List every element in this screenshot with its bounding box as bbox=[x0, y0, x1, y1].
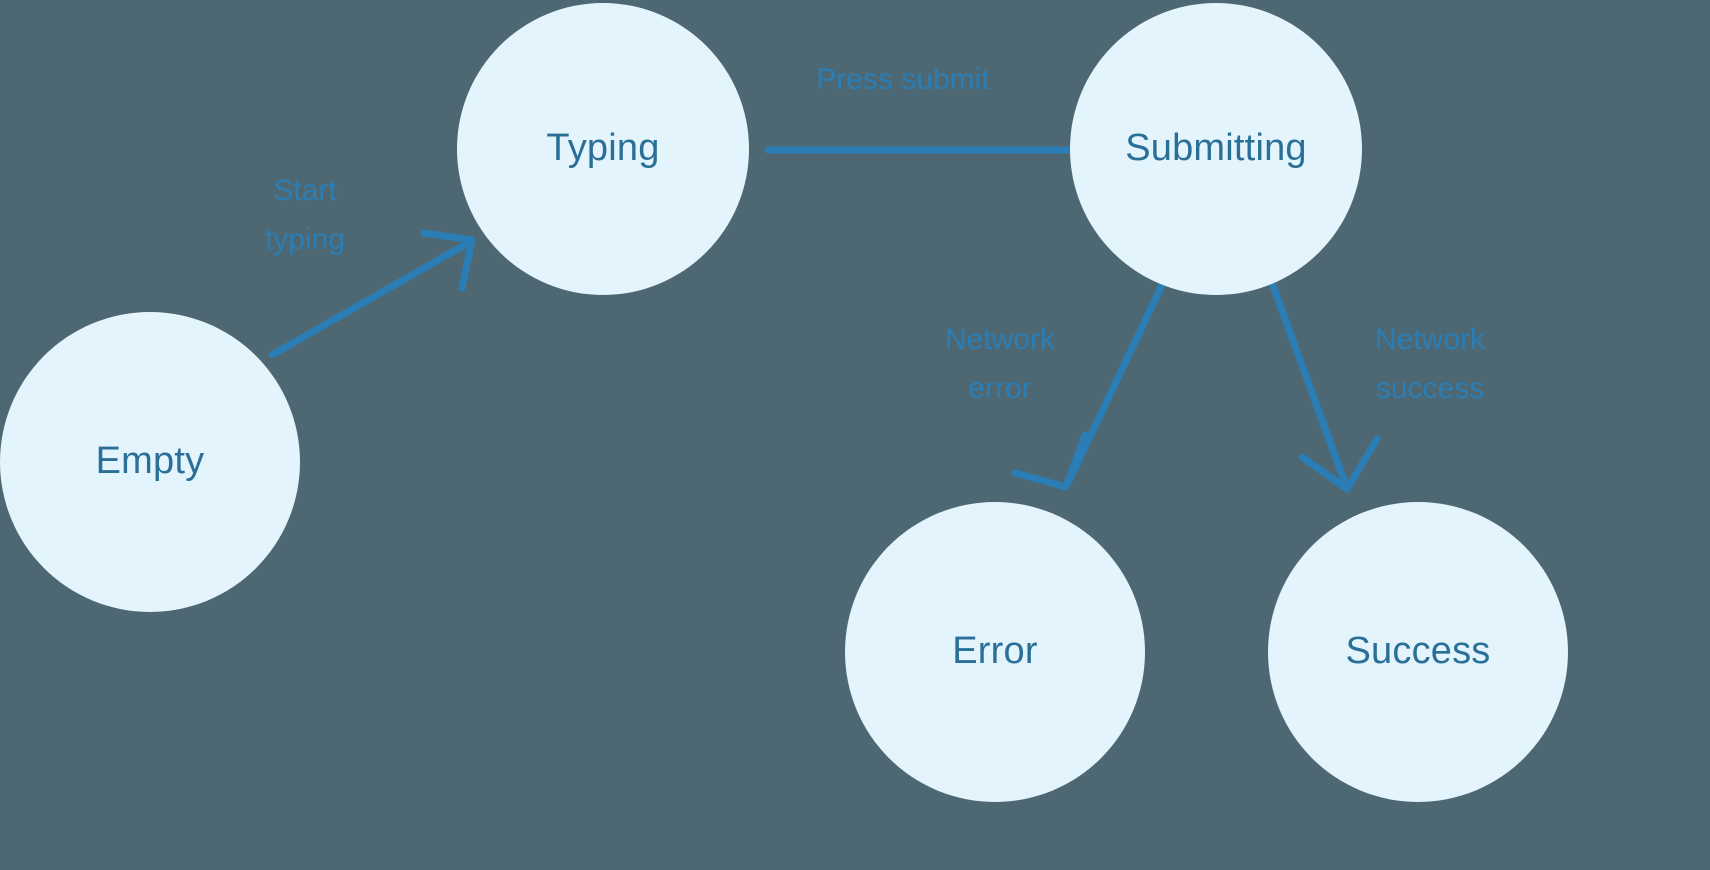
state-node-success[interactable]: Success bbox=[1268, 502, 1568, 802]
state-node-error[interactable]: Error bbox=[845, 502, 1145, 802]
edge-label-press-submit: Press submit bbox=[816, 63, 990, 96]
edge-start-typing bbox=[268, 229, 476, 359]
edge-label-start-typing: Start typing bbox=[264, 174, 346, 256]
edge-network-success bbox=[1268, 279, 1381, 493]
state-node-label: Success bbox=[1345, 630, 1491, 673]
state-node-empty[interactable]: Empty bbox=[0, 312, 300, 612]
state-node-label: Error bbox=[952, 630, 1038, 673]
state-node-label: Typing bbox=[546, 127, 660, 170]
state-node-label: Empty bbox=[95, 440, 205, 483]
edge-label-network-error: Network error bbox=[944, 323, 1056, 405]
state-node-label: Submitting bbox=[1125, 127, 1307, 170]
state-node-typing[interactable]: Typing bbox=[457, 3, 749, 295]
edge-network-error bbox=[1011, 279, 1167, 491]
edge-label-network-success: Network success bbox=[1374, 323, 1486, 405]
state-node-submitting[interactable]: Submitting bbox=[1070, 3, 1362, 295]
